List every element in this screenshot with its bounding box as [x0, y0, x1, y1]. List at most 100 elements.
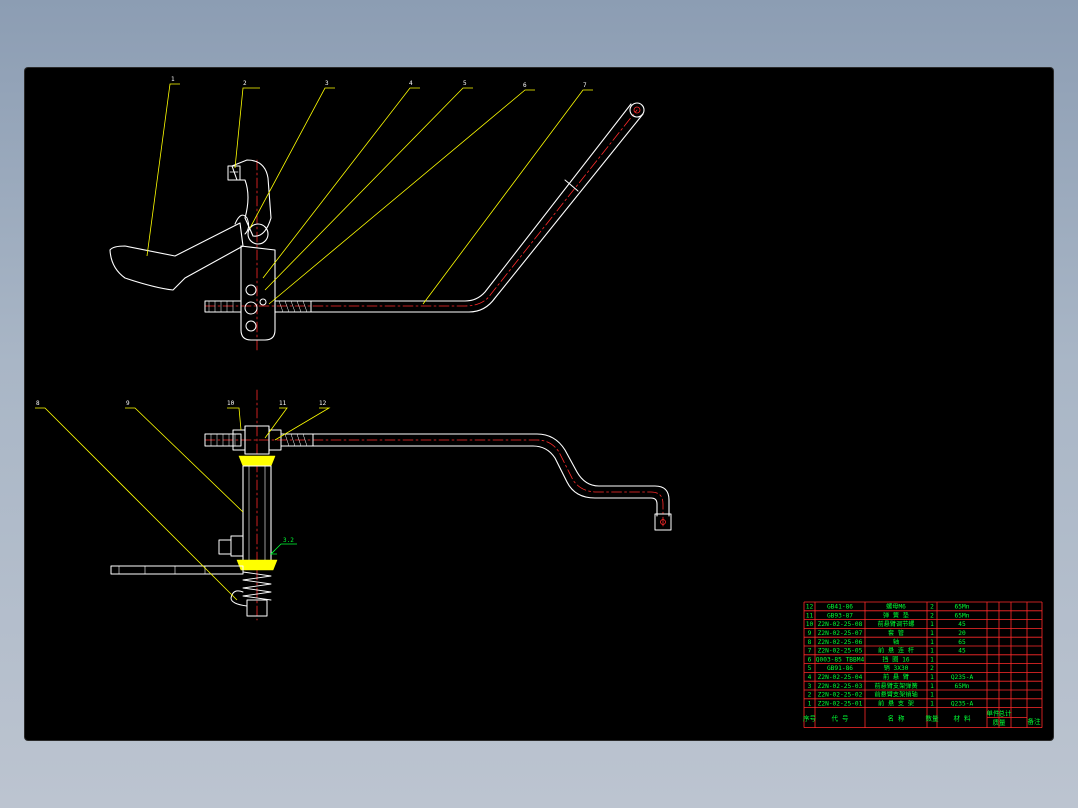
bom-row-no: 4: [808, 674, 812, 681]
bom-row-code: Q003-85 TBBM4: [816, 656, 865, 663]
bom-header-name: 名 称: [888, 714, 905, 723]
link-rod-part-7-lower: [310, 113, 644, 313]
spring-part-3: [234, 214, 250, 235]
bom-row-name: 套 管: [888, 629, 904, 637]
bom-row-name: 挡 圈 16: [882, 655, 910, 663]
leader-6: [268, 89, 535, 305]
rod-centerline-bottom: [204, 439, 664, 527]
surface-finish-mark: [270, 543, 297, 555]
bom-header-weight: 质量: [993, 718, 1007, 727]
pedal-arm-part-1: [109, 222, 244, 291]
balloon-8: 8: [36, 400, 40, 407]
bom-row-material: 45: [958, 621, 966, 628]
bom-header-single: 单件: [987, 709, 1001, 718]
bottom-view: [110, 389, 672, 621]
shaft-part-8: [246, 599, 268, 617]
balloon-11: 11: [279, 400, 287, 407]
bom-row-no: 9: [808, 630, 812, 637]
bom-header-code: 代 号: [832, 714, 849, 723]
balloon-7: 7: [583, 82, 587, 89]
bom-row-code: Z2N-02-25-04: [818, 674, 863, 681]
bom-row-qty: 1: [930, 700, 934, 707]
bom-row-qty: 1: [930, 648, 934, 655]
bom-row-material: 65Mn: [955, 612, 970, 619]
bom-row-name: 前 悬 臂: [883, 673, 909, 681]
rod-end-block: [654, 513, 672, 531]
bom-row-material: 20: [958, 630, 966, 637]
bom-row-qty: 1: [930, 683, 934, 690]
bom-row-material: 65: [958, 639, 966, 646]
bom-row-name: 前悬臂调节螺: [877, 620, 914, 628]
balloon-4: 4: [409, 80, 413, 87]
bom-row-name: 销 3X30: [884, 664, 909, 672]
leader-4: [262, 87, 420, 279]
bom-row-qty: 1: [930, 639, 934, 646]
bom-row-material: Q235-A: [951, 700, 974, 707]
leader-10: [227, 407, 242, 431]
bom-row-no: 1: [808, 700, 812, 707]
bom-row-material: 65Mn: [955, 604, 970, 611]
bom-row-qty: 1: [930, 621, 934, 628]
bom-header-total: 总计: [999, 709, 1013, 718]
balloon-6: 6: [523, 82, 527, 89]
threaded-rod-left: [204, 300, 242, 313]
top-view: [109, 102, 645, 354]
latch-part-2: [231, 159, 272, 237]
bom-row-qty: 1: [930, 674, 934, 681]
cad-drawing: 3.2 1 2 3 4 5 6 7 8 9 10 11 12 12GB41-86…: [35, 76, 1043, 728]
leader-9: [125, 407, 244, 513]
bracket-body: [240, 245, 276, 341]
balloon-labels: 1 2 3 4 5 6 7 8 9 10 11 12: [36, 76, 587, 407]
bom-row-code: GB93-87: [827, 612, 853, 619]
link-rod-part-7-upper: [310, 103, 632, 302]
bom-row-name: 前 悬 支 架: [878, 699, 914, 707]
bom-row-code: GB41-86: [827, 604, 853, 611]
bom-row-no: 5: [808, 665, 812, 672]
rod-centerline-top: [204, 109, 638, 307]
bom-row-name: 前 悬 连 杆: [878, 647, 914, 655]
balloon-1: 1: [171, 76, 175, 83]
balloon-3: 3: [325, 80, 329, 87]
bom-row-material: 65Mn: [955, 683, 970, 690]
balloon-12: 12: [319, 400, 327, 407]
washer-upper: [238, 455, 276, 467]
bom-row-qty: 2: [930, 604, 934, 611]
bom-row-qty: 2: [930, 665, 934, 672]
balloon-2: 2: [243, 80, 247, 87]
bom-row-no: 2: [808, 692, 812, 699]
leader-5: [264, 87, 473, 291]
bom-row-qty: 1: [930, 630, 934, 637]
bom-row-material: Q235-A: [951, 674, 974, 681]
leader-12: [274, 407, 331, 441]
bom-row-no: 11: [806, 612, 814, 619]
bottom-view-leaders: [35, 407, 331, 601]
foot-plate: [110, 565, 244, 575]
bom-row-name: 前悬臂支架销轴: [874, 691, 917, 699]
bom-row-no: 12: [806, 604, 814, 611]
bom-header-material: 材 料: [954, 714, 971, 723]
leader-1: [146, 83, 180, 257]
bom-row-no: 8: [808, 639, 812, 646]
bom-row-name: 前悬臂支架弹簧: [874, 682, 917, 690]
latch-knob: [227, 165, 241, 181]
bom-row-code: Z2N-02-25-06: [818, 639, 863, 646]
bom-row-code: Z2N-02-25-03: [818, 683, 863, 690]
leader-3: [249, 87, 335, 229]
bom-row-no: 10: [806, 621, 814, 628]
bom-row-material: 45: [958, 648, 966, 655]
bom-row-name: 螺母M6: [886, 603, 906, 611]
balloon-10: 10: [227, 400, 235, 407]
bom-row-code: Z2N-02-25-07: [818, 630, 863, 637]
bom-row-name: 弹 簧 垫: [883, 611, 910, 619]
leader-7: [422, 89, 593, 305]
bom-row-code: Z2N-02-25-05: [818, 648, 863, 655]
leader-11: [264, 407, 288, 439]
bom-row-name: 轴: [893, 638, 899, 646]
bom-row-no: 7: [808, 648, 812, 655]
link-rod-bottom-lower: [312, 445, 658, 517]
link-rod-bottom-upper: [312, 433, 670, 517]
surface-finish-value: 3.2: [283, 537, 294, 544]
balloon-9: 9: [126, 400, 130, 407]
